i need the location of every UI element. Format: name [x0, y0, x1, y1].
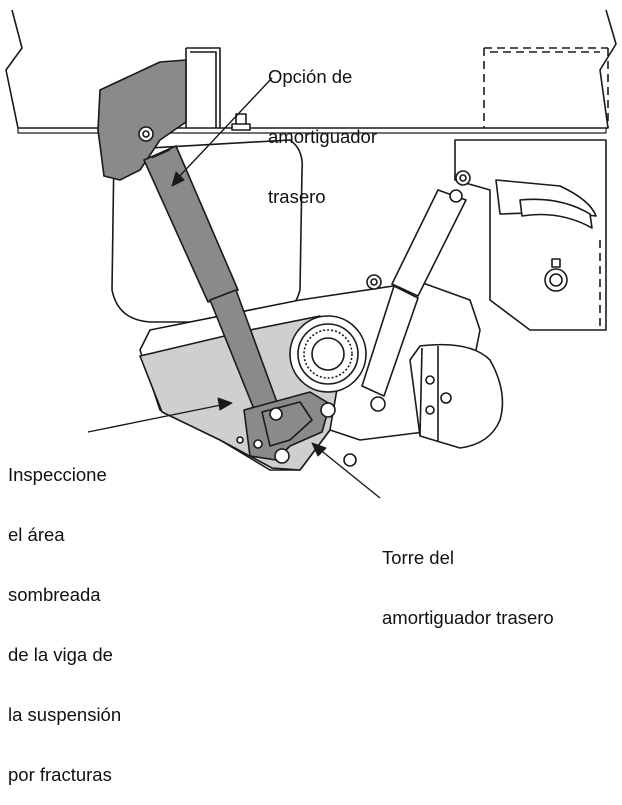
brake-chamber — [409, 343, 504, 449]
leader-lines — [87, 77, 381, 499]
arrowheads — [171, 171, 327, 457]
rear-hanger — [454, 139, 607, 331]
upper-shock-mount — [97, 59, 187, 181]
inspect-area-label: Inspeccione el área sombreada de la viga… — [8, 464, 122, 785]
frame-rail — [5, 9, 617, 134]
axle — [289, 315, 367, 393]
suspension-diagram — [5, 9, 617, 499]
rear-shock-tower-label: Torre del amortiguador trasero — [382, 547, 554, 628]
rear-shock-tower — [243, 391, 336, 464]
rear-shock-option-label: Opción de amortiguador trasero — [268, 66, 378, 207]
standard-shock — [361, 189, 467, 412]
rear-shock-option — [143, 145, 283, 425]
